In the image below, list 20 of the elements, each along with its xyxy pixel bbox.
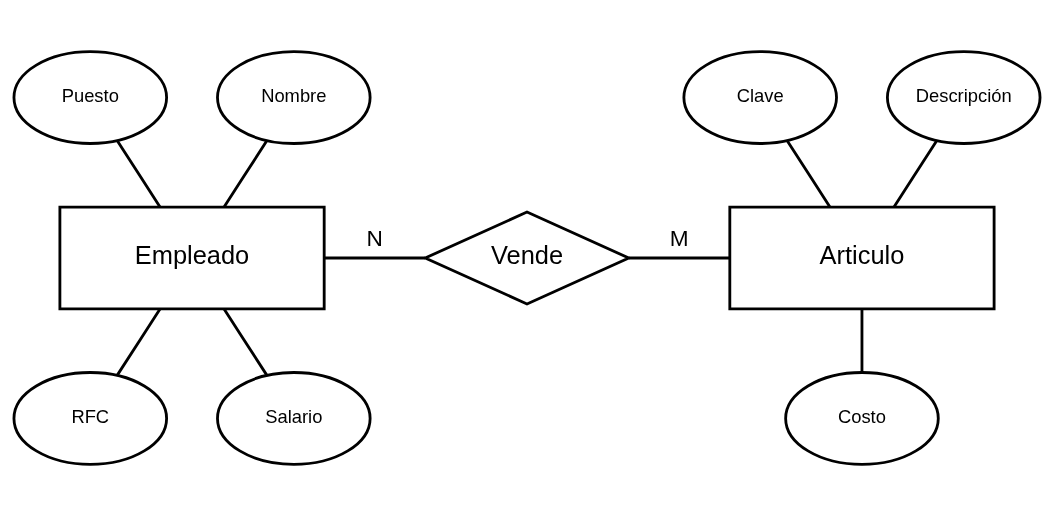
node-ellipse: Nombre	[216, 49, 372, 145]
node-ellipse: Salario	[216, 370, 372, 466]
connector	[115, 308, 162, 376]
connector	[116, 139, 162, 207]
connector	[892, 139, 938, 207]
node-ellipse: Descripción	[886, 49, 1042, 145]
node-ellipse: Clave	[682, 49, 838, 145]
node-ellipse: Puesto	[12, 49, 168, 145]
node-ellipse: RFC	[12, 370, 168, 466]
connector	[324, 256, 425, 259]
connector	[786, 139, 831, 207]
connector	[860, 308, 864, 372]
node-ellipse: Costo	[784, 370, 940, 466]
connector	[223, 139, 268, 207]
node-box: Articulo	[728, 205, 996, 310]
connector	[628, 256, 730, 259]
node-box: Empleado	[58, 205, 326, 310]
edge-label: N	[366, 225, 383, 251]
connector	[223, 308, 269, 376]
edge-label: M	[669, 225, 689, 251]
